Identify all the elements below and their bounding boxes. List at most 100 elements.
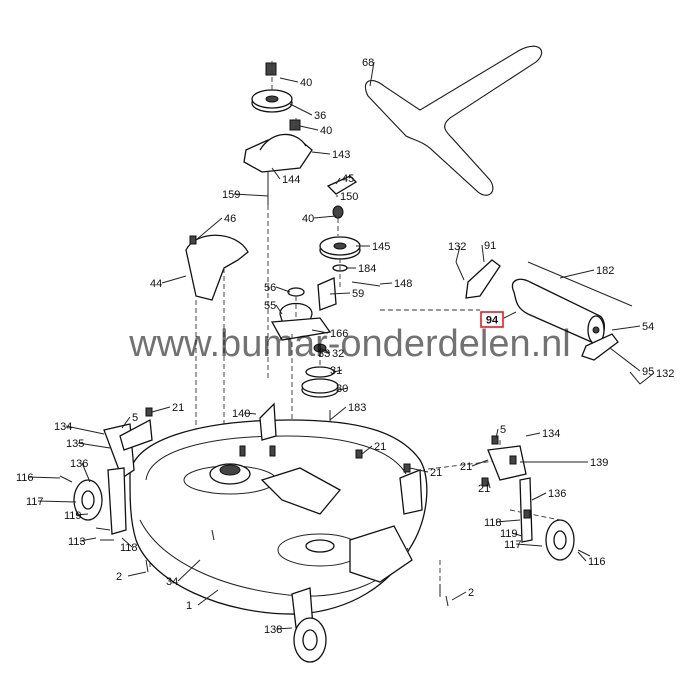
leader-line	[487, 479, 491, 489]
part-number-label: 183	[348, 402, 366, 414]
part-number-label: 30	[336, 383, 348, 395]
part-number-label: 1	[186, 600, 192, 612]
leader-line	[271, 167, 281, 180]
leader-line	[511, 532, 523, 537]
leader-line	[279, 77, 299, 83]
leader-line	[81, 462, 91, 483]
anti-scalp-roller-assembly	[455, 259, 641, 385]
part-number-label: 132	[656, 368, 674, 380]
leader-line	[233, 193, 269, 197]
leader-line	[481, 244, 485, 263]
leader-line	[127, 571, 147, 577]
highlight-label: 94	[486, 315, 499, 327]
leader-line	[495, 428, 499, 439]
leader-line	[27, 476, 61, 479]
leader-line	[609, 347, 641, 372]
leader-line	[121, 537, 133, 548]
part-number-label: 34	[166, 576, 178, 588]
part-number-label: 21	[430, 467, 442, 479]
part-number-label: 31	[330, 365, 342, 377]
leader-line	[161, 275, 187, 284]
part-number-label: 119	[64, 510, 82, 522]
part-number-label: 45	[342, 173, 354, 185]
leader-line	[151, 406, 171, 413]
leader-line	[311, 329, 329, 334]
part-number-label: 40	[320, 125, 332, 137]
part-number-label: 117	[504, 539, 522, 551]
part-number-label: 68	[362, 57, 374, 69]
part-number-label: 21	[478, 483, 490, 495]
leader-line	[37, 500, 77, 503]
leader-line	[319, 347, 331, 354]
leader-line	[77, 442, 111, 449]
part-number-label: 134	[54, 421, 72, 433]
part-number-label: 140	[232, 408, 250, 420]
leader-line	[361, 445, 373, 455]
leader-line	[243, 412, 257, 415]
part-number-label: 113	[68, 536, 86, 548]
leader-line	[611, 325, 641, 331]
leader-line	[323, 351, 331, 354]
leader-line	[531, 492, 547, 501]
leader-line	[177, 559, 201, 582]
leader-line	[409, 467, 429, 473]
part-number-label: 2	[468, 587, 474, 599]
part-number-label: 46	[224, 213, 236, 225]
leader-line	[79, 537, 97, 542]
leader-line	[455, 245, 461, 263]
part-number-label: 40	[302, 213, 314, 225]
belt-guard	[185, 234, 249, 301]
part-number-label: 132	[448, 241, 466, 253]
leader-line	[329, 292, 351, 295]
leader-line	[577, 551, 587, 562]
part-number-label: 54	[642, 321, 654, 333]
leader-line	[275, 627, 293, 630]
part-number-label: 56	[264, 282, 276, 294]
part-number-label: 21	[172, 402, 184, 414]
part-number-label: 145	[372, 241, 390, 253]
leader-line	[379, 282, 393, 285]
part-number-label: 138	[264, 624, 282, 636]
part-number-label: 118	[120, 542, 138, 554]
part-number-label: 119	[500, 528, 518, 540]
part-number-label: 182	[596, 265, 614, 277]
part-number-label: 118	[484, 517, 502, 529]
watermark-text: www.bumar-onderdelen.nl	[128, 323, 570, 365]
part-number-label: 21	[374, 441, 386, 453]
part-number-label: 91	[484, 240, 496, 252]
mower-deck	[129, 402, 428, 615]
leader-line	[299, 125, 319, 131]
leader-line	[329, 406, 347, 421]
highlighted-part-callout: 94	[480, 311, 517, 328]
part-number-label: 36	[314, 110, 326, 122]
part-number-label: 40	[300, 77, 312, 89]
leader-line	[75, 513, 89, 516]
part-number-label: 139	[590, 457, 608, 469]
gauge-wheels	[73, 418, 575, 663]
leader-line	[311, 151, 331, 155]
leader-line	[275, 286, 291, 293]
part-number-label: 148	[394, 278, 412, 290]
leader-line	[121, 416, 131, 429]
leader-line	[639, 372, 655, 385]
part-number-label: 21	[460, 461, 472, 473]
part-number-label: 5	[500, 424, 506, 436]
leader-line	[289, 103, 313, 116]
idler-pulley-assembly-top	[243, 62, 313, 205]
part-number-label: 5	[132, 412, 138, 424]
part-number-label: 116	[588, 556, 606, 568]
part-number-label: 144	[282, 174, 300, 186]
part-number-label: 33	[318, 348, 330, 360]
drive-belt	[364, 45, 542, 196]
leader-line	[525, 432, 541, 437]
part-number-label: 117	[26, 496, 44, 508]
part-number-label: 55	[264, 300, 276, 312]
part-number-label: 143	[332, 149, 350, 161]
leader-line	[195, 217, 223, 241]
part-number-label: 150	[340, 191, 358, 203]
part-number-label: 2	[116, 571, 122, 583]
leader-line	[313, 215, 337, 219]
leader-line	[275, 304, 283, 315]
